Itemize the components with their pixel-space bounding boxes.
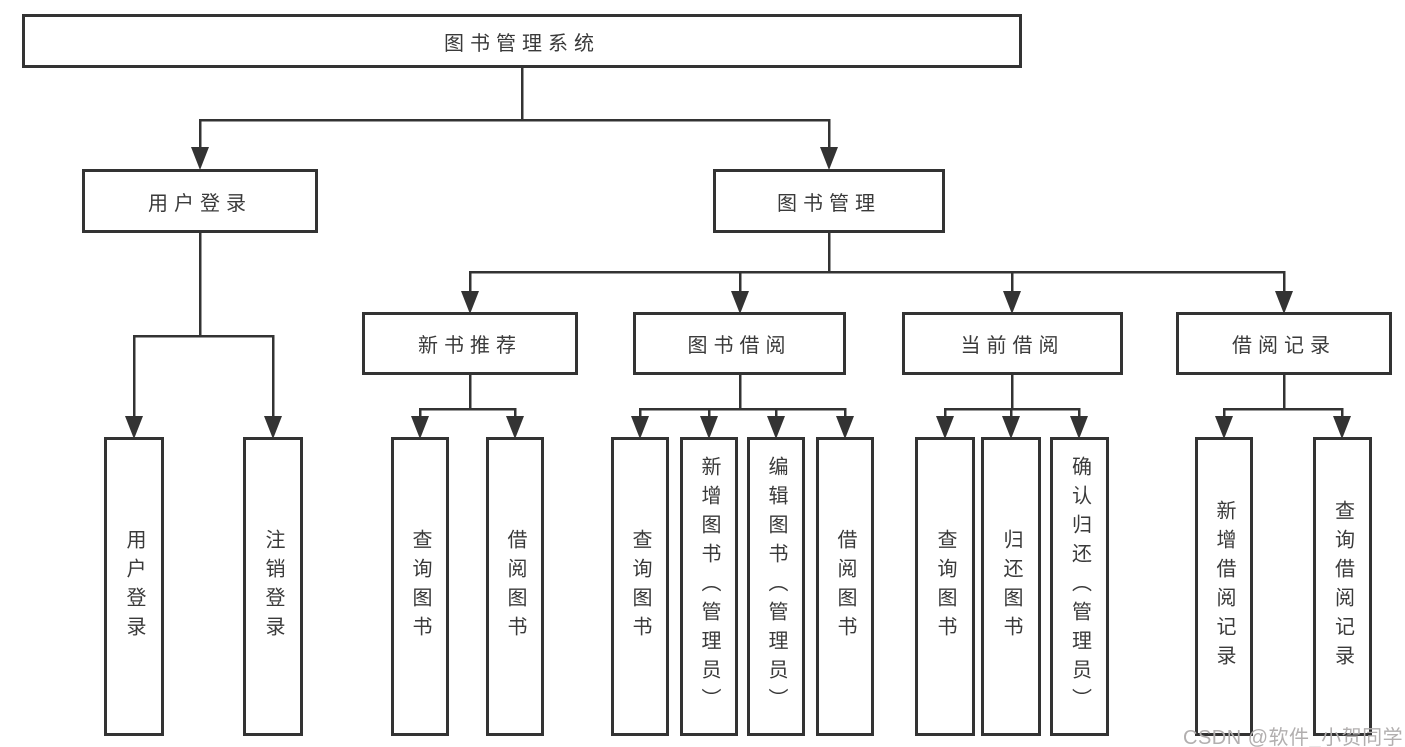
node-book-management: 图书管理 bbox=[713, 169, 945, 233]
connector-lines bbox=[132, 66, 1344, 422]
arrow-down-icon bbox=[836, 416, 854, 439]
arrow-down-icon bbox=[631, 416, 649, 439]
arrow-down-icon bbox=[936, 416, 954, 439]
arrow-down-icon bbox=[264, 416, 282, 439]
arrow-down-icon bbox=[1275, 291, 1293, 314]
node-borrowing-records: 借阅记录 bbox=[1176, 312, 1392, 375]
leaf-add-book-admin: 新增图书（管理员） bbox=[680, 437, 738, 736]
leaf-return-book: 归还图书 bbox=[981, 437, 1041, 736]
arrow-down-icon bbox=[767, 416, 785, 439]
arrow-down-icon bbox=[731, 291, 749, 314]
arrow-down-icon bbox=[1002, 416, 1020, 439]
leaf-add-borrow-record: 新增借阅记录 bbox=[1195, 437, 1253, 736]
arrow-down-icon bbox=[820, 147, 838, 170]
arrow-down-icon bbox=[506, 416, 524, 439]
arrow-down-icon bbox=[1333, 416, 1351, 439]
node-book-borrowing: 图书借阅 bbox=[633, 312, 846, 375]
leaf-logout: 注销登录 bbox=[243, 437, 303, 736]
leaf-query-books-borrowing: 查询图书 bbox=[611, 437, 669, 736]
watermark-text: CSDN @软件_小贺同学 bbox=[1183, 727, 1404, 747]
arrow-down-icon bbox=[1215, 416, 1233, 439]
leaf-user-login: 用户登录 bbox=[104, 437, 164, 736]
arrow-down-icon bbox=[1003, 291, 1021, 314]
arrow-down-icon bbox=[411, 416, 429, 439]
node-current-borrowing: 当前借阅 bbox=[902, 312, 1123, 375]
leaf-query-books-current: 查询图书 bbox=[915, 437, 975, 736]
arrow-down-icon bbox=[700, 416, 718, 439]
node-root-library-system: 图书管理系统 bbox=[22, 14, 1022, 68]
leaf-query-books-recommend: 查询图书 bbox=[391, 437, 449, 736]
leaf-edit-book-admin: 编辑图书（管理员） bbox=[747, 437, 805, 736]
arrow-down-icon bbox=[461, 291, 479, 314]
leaf-borrow-books-borrowing: 借阅图书 bbox=[816, 437, 874, 736]
leaf-borrow-books-recommend: 借阅图书 bbox=[486, 437, 544, 736]
node-new-book-recommend: 新书推荐 bbox=[362, 312, 578, 375]
leaf-query-borrow-record: 查询借阅记录 bbox=[1313, 437, 1372, 736]
leaf-confirm-return-admin: 确认归还（管理员） bbox=[1050, 437, 1109, 736]
node-user-login: 用户登录 bbox=[82, 169, 318, 233]
arrow-down-icon bbox=[1070, 416, 1088, 439]
arrowheads bbox=[125, 147, 1351, 439]
arrow-down-icon bbox=[191, 147, 209, 170]
arrow-down-icon bbox=[125, 416, 143, 439]
